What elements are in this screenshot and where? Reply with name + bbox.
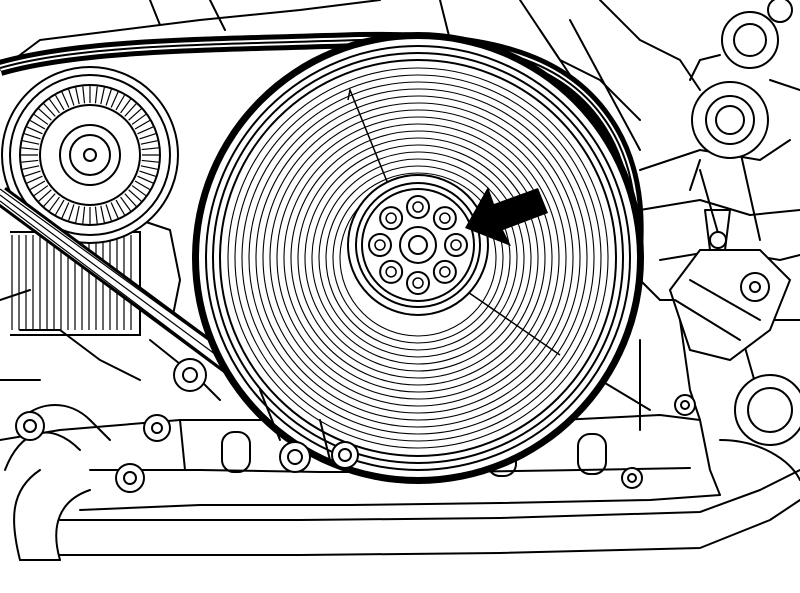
bolt-icon — [432, 206, 457, 231]
bolt-icon — [379, 206, 404, 231]
arrow-icon — [465, 187, 548, 246]
bolt-icon — [406, 195, 430, 219]
bolt-icon — [406, 271, 430, 295]
bolt-icon — [368, 233, 392, 257]
tensioner-bracket — [668, 209, 800, 446]
idler-pulley — [1, 66, 179, 244]
crankshaft-pulley — [192, 32, 644, 484]
pulley-grooves — [227, 67, 609, 449]
upper-right-bosses — [689, 0, 800, 191]
bolt-icon — [379, 259, 404, 284]
bolt-circle — [368, 195, 468, 295]
lower-bosses — [15, 358, 643, 493]
bolt-icon — [444, 233, 468, 257]
bolt-icon — [432, 259, 457, 284]
